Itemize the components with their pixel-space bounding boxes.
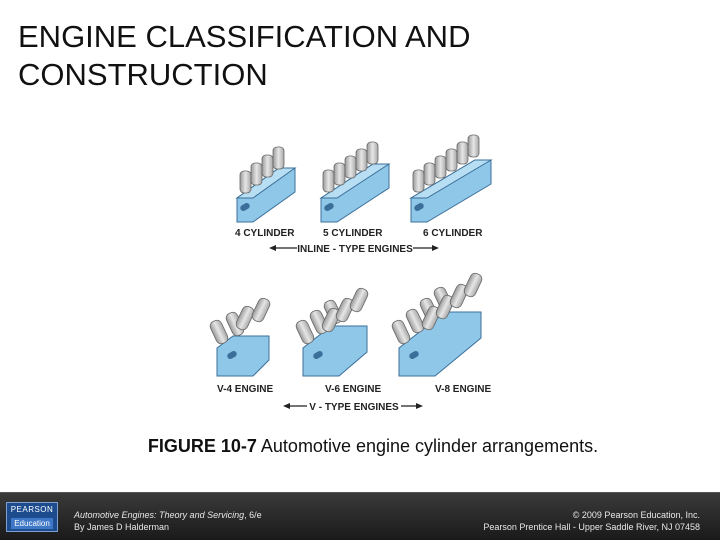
book-edition: , 6/e — [244, 510, 262, 520]
figure-caption: FIGURE 10-7 Automotive engine cylinder a… — [0, 436, 720, 457]
figure-number: FIGURE 10-7 — [147, 436, 257, 456]
label-4-cylinder: 4 CYLINDER — [235, 228, 295, 239]
v4-engine — [209, 297, 271, 377]
engine-diagram: 4 CYLINDER 5 CYLINDER 6 CYLINDER INLINE … — [209, 134, 493, 413]
inline-group-arrow — [269, 245, 439, 251]
slide-title-line-2: CONSTRUCTION — [18, 57, 268, 92]
book-author: By James D Halderman — [74, 522, 170, 532]
v-group-arrow — [283, 403, 423, 409]
pearson-logo: PEARSON Education — [6, 502, 58, 532]
label-v8-engine: V-8 ENGINE — [435, 384, 491, 395]
label-v4-engine: V-4 ENGINE — [217, 384, 273, 395]
inline-6-engine — [409, 134, 493, 223]
v8-engine — [391, 272, 483, 377]
copyright-line: © 2009 Pearson Education, Inc. — [572, 510, 700, 520]
slide-title: ENGINE CLASSIFICATION AND CONSTRUCTION — [18, 18, 618, 94]
v6-engine — [295, 287, 369, 377]
label-inline-type-engines: INLINE - TYPE ENGINES — [297, 244, 413, 255]
logo-top-text: PEARSON — [10, 505, 54, 514]
label-v6-engine: V-6 ENGINE — [325, 384, 381, 395]
inline-4-engine — [235, 146, 297, 223]
publisher-line: Pearson Prentice Hall - Upper Saddle Riv… — [483, 522, 700, 532]
logo-bottom-text: Education — [11, 518, 53, 529]
inline-5-engine — [319, 141, 391, 223]
book-credit: Automotive Engines: Theory and Servicing… — [74, 509, 262, 533]
label-6-cylinder: 6 CYLINDER — [423, 228, 483, 239]
slide-footer: PEARSON Education Automotive Engines: Th… — [0, 492, 720, 540]
label-5-cylinder: 5 CYLINDER — [323, 228, 383, 239]
label-v-type-engines: V - TYPE ENGINES — [309, 402, 399, 413]
engine-arrangement-figure: 4 CYLINDER 5 CYLINDER 6 CYLINDER INLINE … — [209, 126, 504, 418]
copyright-notice: © 2009 Pearson Education, Inc. Pearson P… — [483, 509, 700, 533]
book-title: Automotive Engines: Theory and Servicing — [74, 510, 245, 520]
figure-caption-text: Automotive engine cylinder arrangements. — [256, 436, 599, 456]
slide-title-line-1: ENGINE CLASSIFICATION AND — [18, 19, 471, 54]
